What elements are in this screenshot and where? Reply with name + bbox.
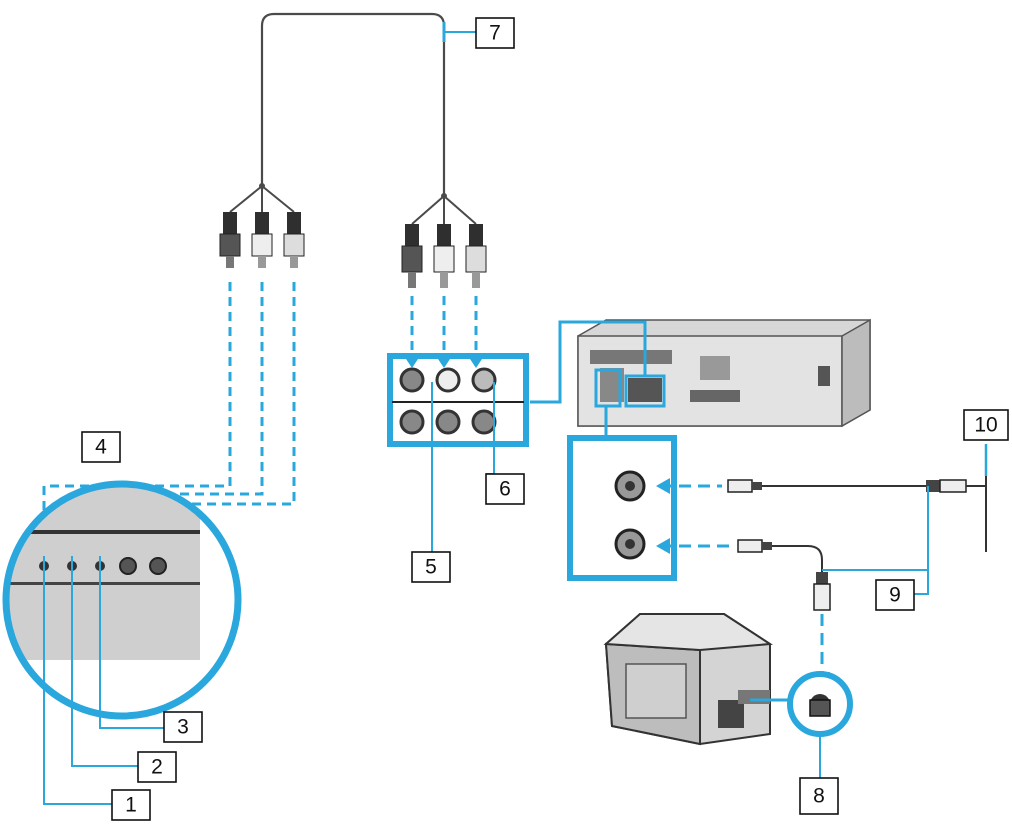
callout-6: 6 bbox=[485, 473, 525, 505]
callout-3: 3 bbox=[163, 711, 203, 743]
rca-plug-left-1 bbox=[219, 212, 241, 268]
callout-8: 8 bbox=[799, 777, 839, 815]
computer-port-closeup bbox=[2, 480, 242, 720]
svg-text:7: 7 bbox=[489, 22, 501, 45]
rca-jacks-bottom bbox=[399, 409, 497, 435]
av-plugs-right bbox=[401, 193, 487, 288]
leader-lines-left bbox=[43, 556, 164, 805]
television-icon bbox=[603, 613, 790, 746]
svg-text:10: 10 bbox=[974, 414, 997, 437]
callout-5: 5 bbox=[411, 551, 451, 583]
callout-2: 2 bbox=[137, 751, 177, 783]
svg-text:3: 3 bbox=[177, 716, 189, 739]
callout-7: 7 bbox=[475, 17, 515, 49]
av-plugs-left bbox=[219, 183, 305, 268]
rf-jack-in bbox=[614, 470, 646, 502]
callout-9: 9 bbox=[875, 579, 915, 611]
svg-text:5: 5 bbox=[425, 556, 437, 579]
leader-line-9 bbox=[822, 486, 929, 595]
rca-plug-right-1 bbox=[401, 224, 423, 288]
rf-antenna-panel bbox=[567, 435, 677, 581]
tv-antenna-jack-closeup bbox=[787, 671, 853, 778]
antenna-wall-lead bbox=[966, 444, 988, 552]
vcr-icon bbox=[577, 318, 871, 428]
rf-jack-out bbox=[614, 528, 646, 560]
right-dashed-connections bbox=[410, 296, 478, 358]
rca-plug-left-3 bbox=[283, 212, 305, 268]
right-arrowheads bbox=[404, 356, 484, 368]
callout-1: 1 bbox=[111, 789, 151, 821]
rca-jacks-top bbox=[399, 367, 497, 393]
svg-text:2: 2 bbox=[151, 756, 163, 779]
callout-10: 10 bbox=[963, 409, 1009, 441]
callout-4: 4 bbox=[81, 431, 121, 463]
svg-text:8: 8 bbox=[813, 785, 825, 808]
svg-text:6: 6 bbox=[499, 478, 511, 501]
rca-plug-left-2 bbox=[251, 212, 273, 268]
svg-text:1: 1 bbox=[125, 794, 137, 817]
rca-plug-right-2 bbox=[433, 224, 455, 288]
vcr-to-panel-links bbox=[530, 320, 647, 438]
svg-text:9: 9 bbox=[889, 584, 901, 607]
svg-text:4: 4 bbox=[95, 436, 107, 459]
rca-plug-right-3 bbox=[465, 224, 487, 288]
av-cable bbox=[219, 12, 487, 288]
rca-input-panel bbox=[387, 353, 529, 447]
